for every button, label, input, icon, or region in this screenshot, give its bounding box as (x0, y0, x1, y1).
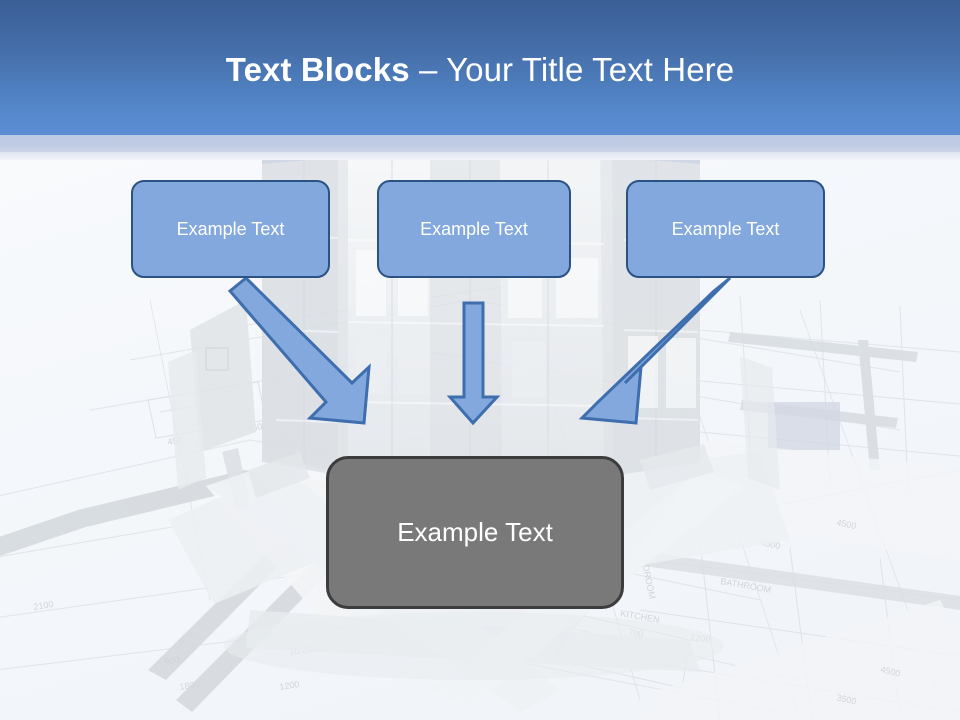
page-title-bold: Text Blocks (225, 51, 419, 88)
header-band (0, 0, 960, 135)
text-block-3-label: Example Text (671, 218, 780, 239)
svg-text:2100: 2100 (33, 599, 54, 612)
result-block-label: Example Text (397, 517, 553, 547)
header-underband-fade (0, 152, 960, 160)
text-block-1-label: Example Text (176, 218, 285, 239)
text-block-1[interactable]: Example Text (131, 180, 330, 278)
svg-text:1200: 1200 (279, 679, 300, 692)
page-title-rest: – Your Title Text Here (418, 51, 735, 88)
text-block-2[interactable]: Example Text (377, 180, 571, 278)
header-underband (0, 135, 960, 152)
page-title: Text Blocks – Your Title Text Here (0, 50, 960, 90)
svg-text:900: 900 (164, 655, 180, 667)
svg-text:1800: 1800 (179, 679, 200, 692)
text-block-2-label: Example Text (420, 218, 528, 239)
result-block[interactable]: Example Text (326, 456, 624, 609)
text-block-3[interactable]: Example Text (626, 180, 825, 278)
svg-text:3500: 3500 (836, 692, 858, 707)
svg-text:4500: 4500 (880, 664, 902, 679)
svg-text:4500: 4500 (836, 517, 858, 531)
